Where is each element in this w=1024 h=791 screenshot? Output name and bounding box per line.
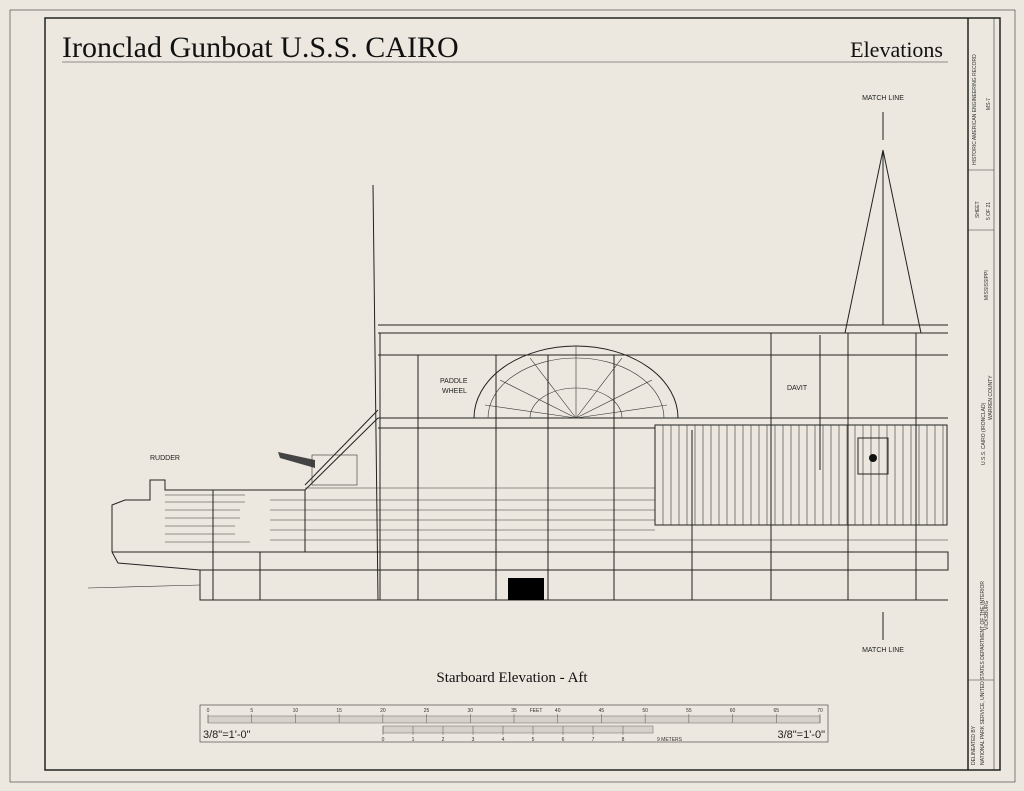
drawing-caption: Starboard Elevation - Aft bbox=[436, 670, 588, 686]
meter-unit: 9 METERS bbox=[657, 737, 683, 743]
scale-label-right: 3/8"=1'-0" bbox=[777, 729, 825, 741]
feet-tick-label: 55 bbox=[686, 708, 692, 714]
meter-tick-label: 7 bbox=[592, 737, 595, 743]
city: VICKSBURG bbox=[984, 600, 990, 630]
feet-tick-label: 45 bbox=[599, 708, 605, 714]
sheet-number: 5 OF 21 bbox=[986, 202, 992, 220]
sheet-main-title: Ironclad Gunboat U.S.S. CAIRO bbox=[62, 31, 459, 64]
rudder-label: RUDDER bbox=[150, 455, 180, 462]
casemate bbox=[654, 424, 948, 526]
state: MISSISSIPPI bbox=[984, 270, 990, 300]
feet-tick-label: 65 bbox=[774, 708, 780, 714]
feet-tick-label: 0 bbox=[207, 708, 210, 714]
feet-tick-label: 5 bbox=[250, 708, 253, 714]
flagstaff bbox=[372, 184, 379, 601]
feet-tick-label: 40 bbox=[555, 708, 561, 714]
meter-tick-label: 4 bbox=[502, 737, 505, 743]
title-block: HISTORIC AMERICAN ENGINEERING RECORD MS-… bbox=[968, 54, 994, 765]
sheet-label: SHEET bbox=[975, 201, 981, 218]
inner-border bbox=[44, 17, 1001, 771]
davit-label: DAVIT bbox=[787, 385, 808, 392]
match-line-top-label: MATCH LINE bbox=[862, 95, 904, 102]
meter-tick-label: 3 bbox=[472, 737, 475, 743]
county: WARREN COUNTY bbox=[988, 375, 994, 420]
scale-label-left: 3/8"=1'-0" bbox=[203, 729, 251, 741]
wheel-label: WHEEL bbox=[442, 388, 467, 395]
meter-tick-label: 2 bbox=[442, 737, 445, 743]
record-number: MS-7 bbox=[986, 98, 992, 110]
agency: NATIONAL PARK SERVICE, UNITED STATES DEP… bbox=[980, 581, 986, 765]
feet-tick-label: 10 bbox=[293, 708, 299, 714]
meter-tick-label: 6 bbox=[562, 737, 565, 743]
paddle-label: PADDLE bbox=[440, 378, 468, 385]
feet-tick-label: 50 bbox=[642, 708, 648, 714]
outer-border bbox=[9, 9, 1016, 783]
ship-elevation bbox=[87, 149, 949, 601]
sheet-subtitle: Elevations bbox=[850, 37, 943, 62]
paddle-wheel bbox=[473, 345, 679, 419]
meter-tick-label: 0 bbox=[382, 737, 385, 743]
cannon bbox=[278, 452, 315, 468]
gun-port bbox=[869, 454, 877, 462]
match-line-bottom-label: MATCH LINE bbox=[862, 647, 904, 654]
feet-tick-label: 30 bbox=[468, 708, 474, 714]
structure-name: U.S.S. CAIRO (IRONCLAD) bbox=[981, 402, 987, 465]
meter-tick-label: 5 bbox=[532, 737, 535, 743]
feet-tick-label: 60 bbox=[730, 708, 736, 714]
hull bbox=[112, 551, 949, 601]
black-block bbox=[508, 578, 544, 600]
feet-unit: FEET bbox=[530, 708, 543, 714]
feet-tick-label: 70 bbox=[817, 708, 823, 714]
feet-tick-label: 15 bbox=[336, 708, 342, 714]
meter-tick-label: 1 bbox=[412, 737, 415, 743]
feet-tick-label: 20 bbox=[380, 708, 386, 714]
feet-tick-label: 35 bbox=[511, 708, 517, 714]
meter-tick-label: 8 bbox=[622, 737, 625, 743]
record-name: HISTORIC AMERICAN ENGINEERING RECORD bbox=[972, 54, 978, 165]
feet-tick-label: 25 bbox=[424, 708, 430, 714]
davit-rigging bbox=[844, 149, 922, 334]
delineator: DELINEATED BY bbox=[971, 725, 977, 765]
